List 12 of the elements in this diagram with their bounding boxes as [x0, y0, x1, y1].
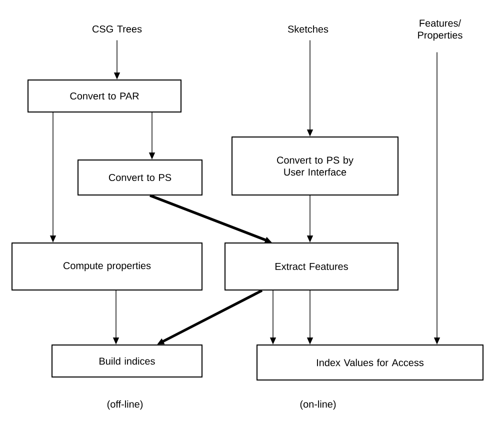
process-box: Index Values for Access	[256, 344, 484, 380]
process-box: Build indices	[52, 344, 202, 378]
input-label: CSG Trees	[92, 25, 142, 33]
process-box: Convert to PS	[78, 160, 202, 196]
input-label: Features/ Properties	[418, 19, 462, 41]
process-box: Extract Features	[224, 242, 398, 290]
process-box: Convert to PS by User Interface	[232, 136, 398, 196]
mode-label: (on-line)	[300, 400, 336, 410]
process-box: Compute properties	[12, 242, 202, 290]
input-label: Sketches	[288, 25, 328, 33]
mode-label: (off-line)	[107, 400, 143, 410]
process-box: Convert to PAR	[28, 80, 182, 112]
